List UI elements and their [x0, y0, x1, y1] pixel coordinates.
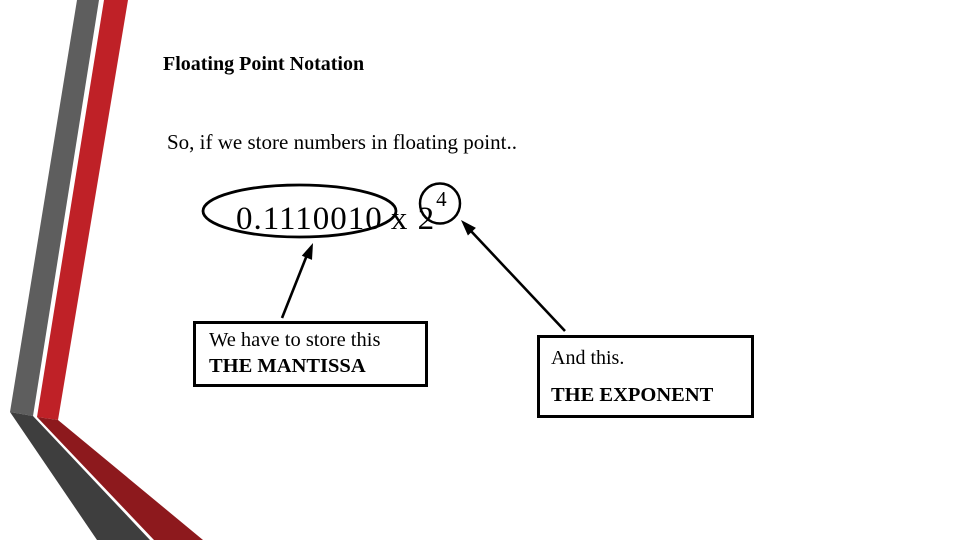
mantissa-box-line2: THE MANTISSA [209, 355, 366, 377]
exponent-box: And this. THE EXPONENT [537, 335, 754, 418]
formula-mantissa: 0.1110010 [236, 201, 383, 237]
folded-ribbon-chevron-icon [10, 0, 203, 540]
exponent-box-line2: THE EXPONENT [551, 384, 714, 406]
slide-title: Floating Point Notation [163, 53, 365, 75]
intro-text: So, if we store numbers in floating poin… [167, 130, 517, 154]
exponent-arrow-icon [461, 220, 566, 332]
mantissa-box: We have to store this THE MANTISSA [193, 321, 428, 387]
ribbon-upper-red-stripe [37, 0, 128, 420]
mantissa-box-line1: We have to store this [209, 329, 381, 351]
ribbon-lower-red-stripe [37, 417, 203, 540]
ribbon-upper-gray-stripe [10, 0, 99, 416]
formula-operator: x 2 [390, 201, 436, 237]
ribbon-lower-gray-stripe [10, 412, 150, 540]
formula-exponent: 4 [436, 187, 448, 211]
exponent-box-line1: And this. [551, 347, 625, 369]
